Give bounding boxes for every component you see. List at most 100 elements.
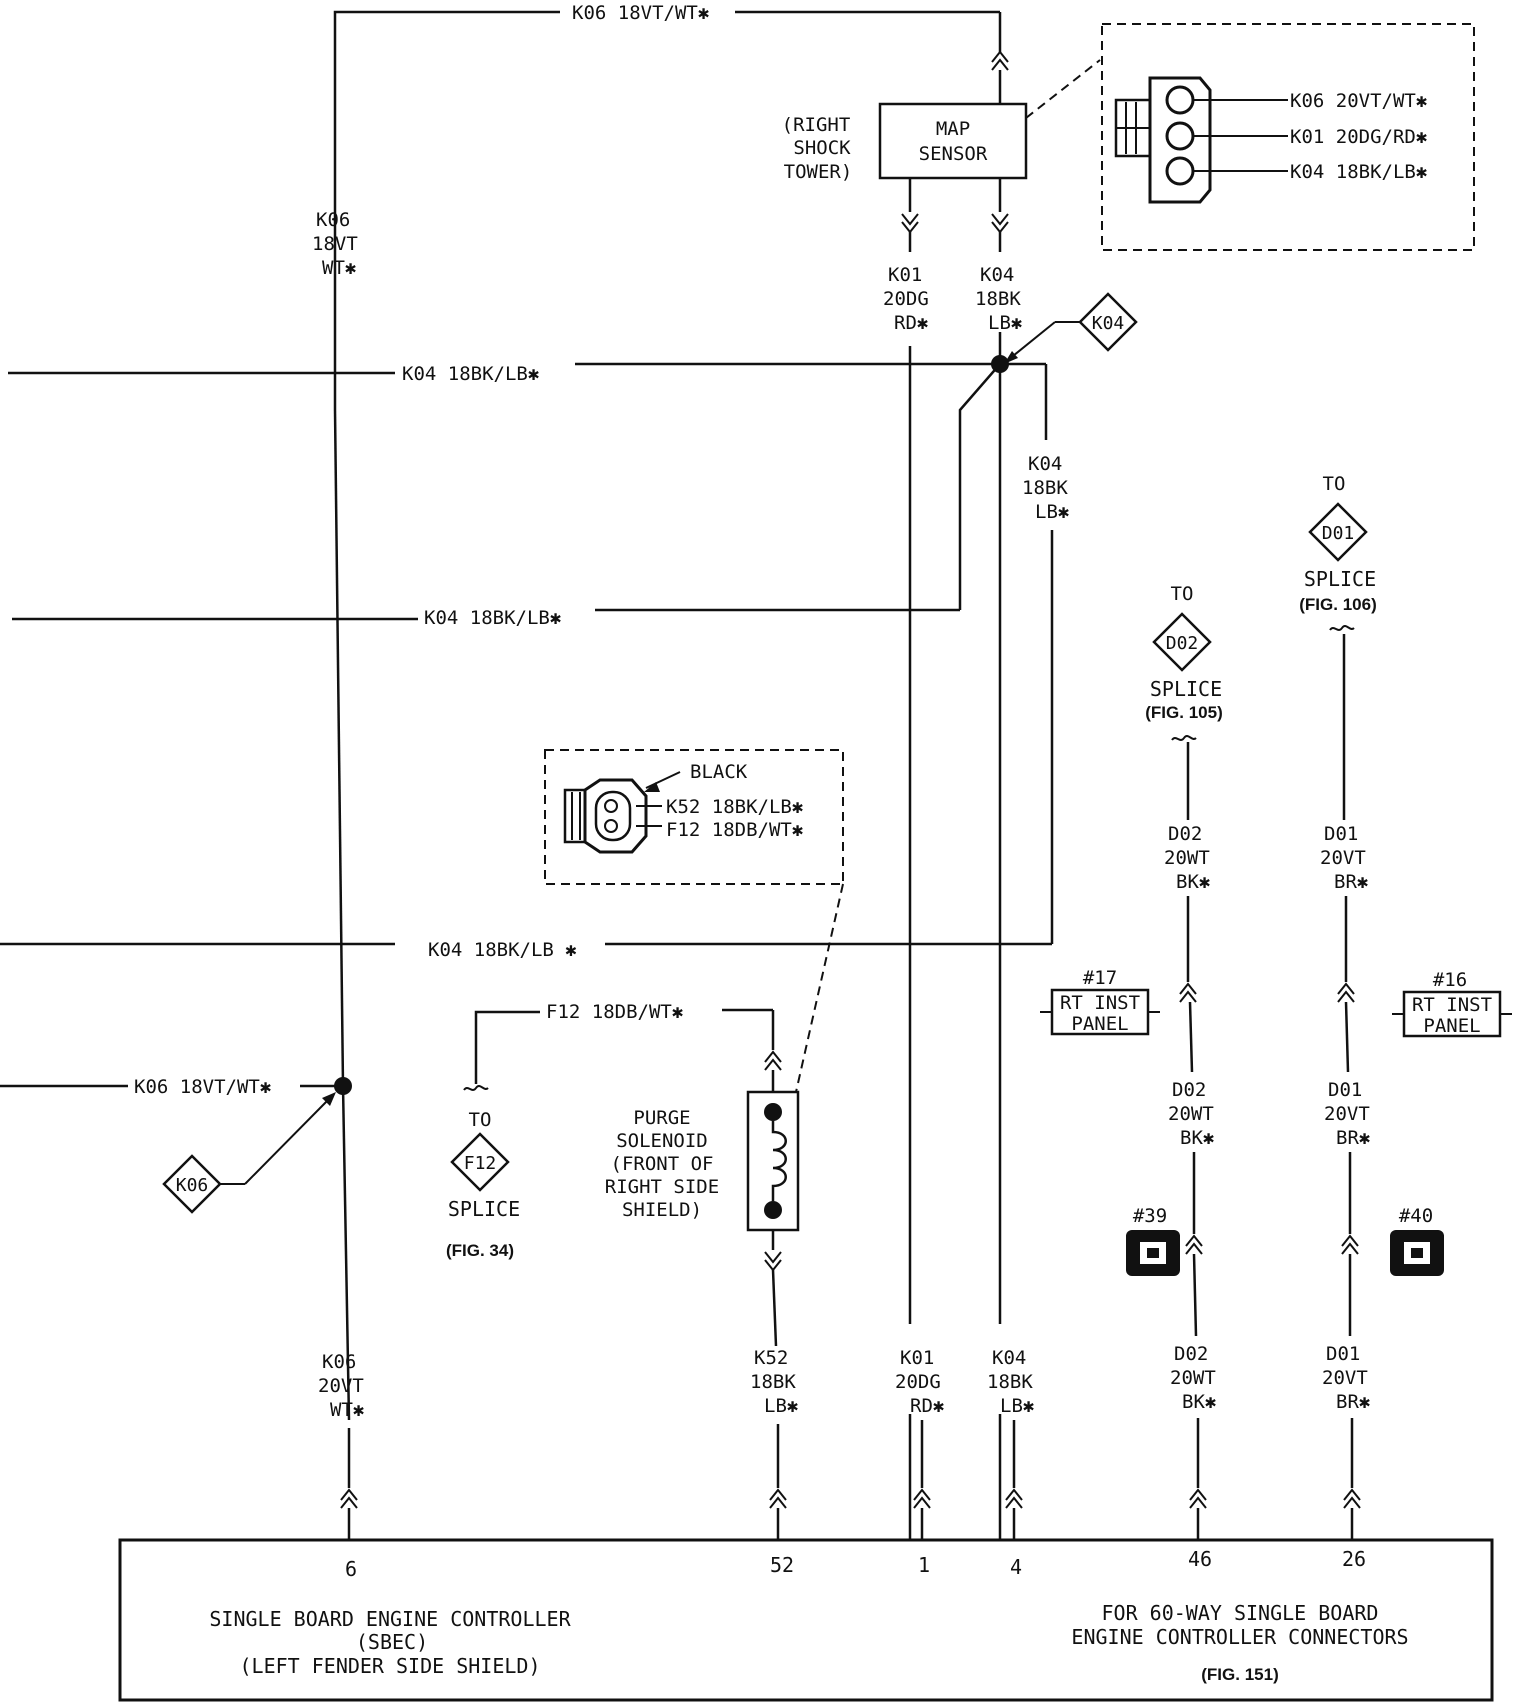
wire-k04-lower: K04 18BK LB✱ — [980, 1324, 1040, 1540]
controller-pin-4: 4 — [1010, 1555, 1022, 1579]
svg-text:PANEL: PANEL — [1423, 1015, 1480, 1037]
wire-f12: F12 18DB/WT✱ — [463, 1001, 782, 1092]
svg-text:K04: K04 — [1092, 313, 1125, 334]
wire-label-k06-top: K06 18VT/WT✱ — [572, 2, 709, 24]
svg-text:LB✱: LB✱ — [1000, 1395, 1034, 1417]
svg-text:#16: #16 — [1433, 969, 1467, 991]
svg-text:SPLICE: SPLICE — [1150, 677, 1222, 701]
svg-text:PURGE: PURGE — [633, 1107, 690, 1129]
svg-text:BR✱: BR✱ — [1336, 1391, 1370, 1413]
svg-text:K01: K01 — [900, 1347, 934, 1369]
purge-pin-k52: K52 18BK/LB✱ — [666, 796, 803, 818]
svg-text:#40: #40 — [1399, 1205, 1433, 1227]
svg-text:K04 18BK/LB✱: K04 18BK/LB✱ — [402, 363, 539, 385]
svg-text:(FIG. 105): (FIG. 105) — [1145, 703, 1222, 722]
svg-text:K04: K04 — [1028, 453, 1062, 475]
controller-pin-1: 1 — [918, 1553, 930, 1577]
svg-text:WT✱: WT✱ — [322, 257, 356, 279]
svg-text:(SBEC): (SBEC) — [356, 1630, 428, 1654]
svg-text:LB✱: LB✱ — [764, 1395, 798, 1417]
svg-text:BR✱: BR✱ — [1334, 871, 1368, 893]
wire-d02: D02 20WT BK✱ D02 20WT BK✱ D02 20WT BK✱ — [1164, 742, 1216, 1540]
svg-text:K06: K06 — [322, 1351, 356, 1373]
purge-connector-detail: BLACK K52 18BK/LB✱ F12 18DB/WT✱ — [544, 749, 844, 1093]
svg-text:SPLICE: SPLICE — [448, 1197, 520, 1221]
svg-text:K01: K01 — [888, 264, 922, 286]
wire-label-k06-left-vert: K06 18VT WT✱ — [312, 209, 358, 279]
svg-text:K04 18BK/LB✱: K04 18BK/LB✱ — [424, 607, 561, 629]
svg-text:20WT: 20WT — [1164, 847, 1210, 869]
splice-k04-marker: K04 — [1004, 292, 1138, 364]
svg-text:18BK: 18BK — [750, 1371, 796, 1393]
wire-d01: D01 20VT BR✱ D01 20VT BR✱ D01 20VT BR✱ — [1320, 634, 1370, 1540]
svg-text:BK✱: BK✱ — [1182, 1391, 1216, 1413]
controller-pin-6: 6 — [345, 1557, 357, 1581]
svg-text:SHIELD): SHIELD) — [622, 1199, 702, 1221]
svg-text:20VT: 20VT — [318, 1375, 364, 1397]
svg-text:D01: D01 — [1322, 523, 1355, 544]
svg-text:18BK: 18BK — [975, 288, 1021, 310]
svg-text:20VT: 20VT — [1320, 847, 1366, 869]
inline-connector-17: #17 RT INST PANEL — [1040, 967, 1160, 1036]
splice-d02: TO D02 SPLICE (FIG. 105) — [1145, 583, 1223, 741]
svg-text:K06: K06 — [176, 1175, 209, 1196]
map-pin-k06: K06 20VT/WT✱ — [1290, 90, 1427, 112]
svg-text:D02: D02 — [1172, 1079, 1206, 1101]
inline-connector-16: #16 RT INST PANEL — [1392, 969, 1512, 1038]
svg-text:#17: #17 — [1083, 967, 1117, 989]
purge-solenoid: PURGE SOLENOID (FRONT OF RIGHT SIDE SHIE… — [605, 1090, 800, 1232]
svg-text:K04: K04 — [992, 1347, 1026, 1369]
svg-text:RT INST: RT INST — [1412, 994, 1492, 1016]
svg-text:18BK: 18BK — [987, 1371, 1033, 1393]
map-pin-k04: K04 18BK/LB✱ — [1290, 161, 1427, 183]
map-pin-k01: K01 20DG/RD✱ — [1290, 126, 1427, 148]
svg-text:TO: TO — [469, 1109, 492, 1131]
svg-text:RD✱: RD✱ — [894, 312, 928, 334]
connector-icon — [563, 778, 648, 854]
svg-text:(RIGHT: (RIGHT — [782, 114, 851, 136]
svg-text:LB✱: LB✱ — [1035, 501, 1069, 523]
svg-text:TOWER): TOWER) — [784, 161, 853, 183]
svg-text:SHOCK: SHOCK — [793, 137, 851, 159]
svg-text:RIGHT SIDE: RIGHT SIDE — [605, 1176, 719, 1198]
splice-f12: TO F12 SPLICE (FIG. 34) — [446, 1109, 520, 1260]
engine-controller: 6 52 1 4 46 26 SINGLE BOARD ENGINE CONTR… — [118, 1538, 1494, 1702]
inline-connector-40: #40 — [1390, 1205, 1444, 1276]
controller-pin-52: 52 — [770, 1553, 794, 1577]
map-sensor-connector-detail: K06 20VT/WT✱ K01 20DG/RD✱ K04 18BK/LB✱ — [1025, 23, 1475, 251]
svg-text:RT INST: RT INST — [1060, 992, 1140, 1014]
svg-text:(FIG. 34): (FIG. 34) — [446, 1241, 514, 1260]
svg-text:D01: D01 — [1324, 823, 1358, 845]
svg-text:F12 18DB/WT✱: F12 18DB/WT✱ — [546, 1001, 683, 1023]
svg-text:(FIG. 106): (FIG. 106) — [1299, 595, 1376, 614]
svg-text:D02: D02 — [1174, 1343, 1208, 1365]
svg-text:K52: K52 — [754, 1347, 788, 1369]
svg-text:ENGINE CONTROLLER CONNECTORS: ENGINE CONTROLLER CONNECTORS — [1071, 1625, 1408, 1649]
svg-text:K06 18VT/WT✱: K06 18VT/WT✱ — [134, 1076, 271, 1098]
svg-text:MAP: MAP — [936, 118, 970, 140]
svg-text:SOLENOID: SOLENOID — [616, 1130, 708, 1152]
svg-text:BK✱: BK✱ — [1180, 1127, 1214, 1149]
svg-text:RD✱: RD✱ — [910, 1395, 944, 1417]
svg-text:D02: D02 — [1166, 633, 1199, 654]
purge-connector-color: BLACK — [690, 761, 748, 783]
wire-k52: K52 18BK LB✱ — [750, 1230, 798, 1540]
svg-text:K04: K04 — [980, 264, 1014, 286]
splice-k06-marker: K06 — [162, 1092, 336, 1214]
svg-text:20DG: 20DG — [883, 288, 929, 310]
controller-name: SINGLE BOARD ENGINE CONTROLLER — [209, 1607, 571, 1631]
svg-text:K04 18BK/LB ✱: K04 18BK/LB ✱ — [428, 939, 577, 961]
svg-text:20VT: 20VT — [1322, 1367, 1368, 1389]
svg-text:20WT: 20WT — [1170, 1367, 1216, 1389]
svg-text:20WT: 20WT — [1168, 1103, 1214, 1125]
svg-text:PANEL: PANEL — [1071, 1013, 1128, 1035]
svg-text:BK✱: BK✱ — [1176, 871, 1210, 893]
svg-text:D01: D01 — [1326, 1343, 1360, 1365]
svg-text:TO: TO — [1171, 583, 1194, 605]
svg-text:20DG: 20DG — [895, 1371, 941, 1393]
svg-text:SENSOR: SENSOR — [919, 143, 988, 165]
controller-pin-26: 26 — [1342, 1547, 1366, 1571]
svg-text:20VT: 20VT — [1324, 1103, 1370, 1125]
controller-fig: (FIG. 151) — [1201, 1665, 1278, 1684]
